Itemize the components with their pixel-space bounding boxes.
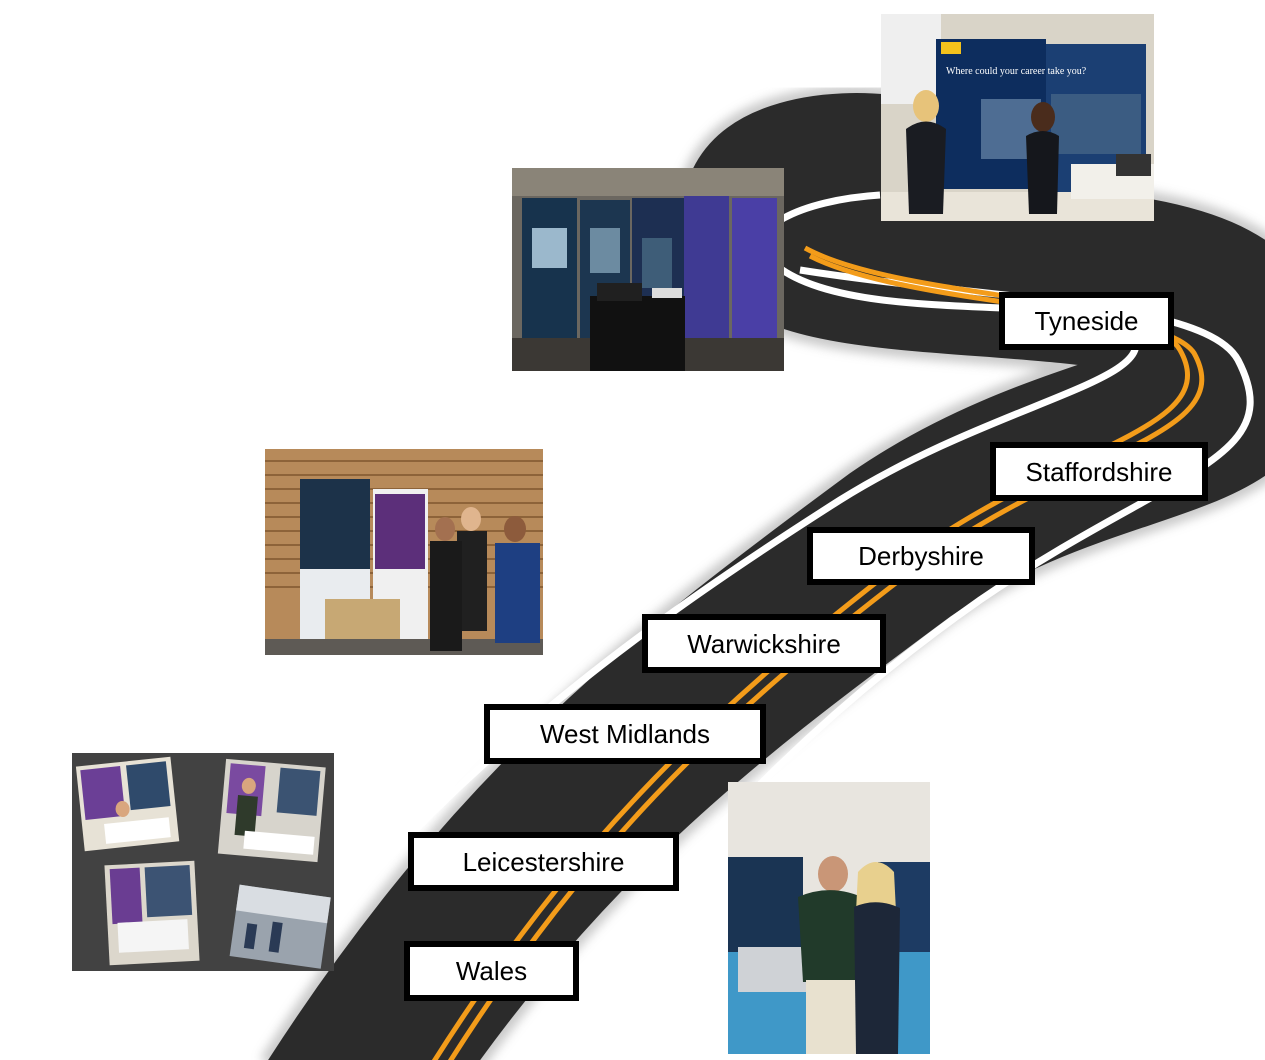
stop-label-text: Derbyshire	[858, 541, 984, 571]
stop-label-text: Warwickshire	[687, 628, 841, 659]
stop-label-wales: Wales	[404, 941, 579, 1001]
stop-label-leicestershire: Leicestershire	[408, 832, 679, 891]
derbyshire-stand-photo	[512, 168, 784, 371]
stop-label-text: Wales	[455, 956, 528, 986]
stop-label-warwickshire: Warwickshire	[642, 614, 886, 673]
stop-label-text: West Midlands	[539, 719, 711, 749]
tyneside-stand-photo: Where could your career take you?	[881, 14, 1154, 221]
stop-label-staffordshire: Staffordshire	[990, 442, 1208, 501]
stop-label-text: Staffordshire	[1025, 456, 1173, 487]
stop-label-text: Tyneside	[1034, 306, 1139, 336]
tyneside-banner-text: Where could your career take you?	[946, 66, 1087, 77]
leicestershire-stand-photo	[728, 782, 930, 1054]
stop-label-text: Leicestershire	[462, 846, 625, 877]
wales-collage-photo	[72, 753, 334, 971]
stop-label-derbyshire: Derbyshire	[807, 527, 1035, 585]
west-midlands-stand-photo	[265, 449, 543, 655]
stop-label-tyneside: Tyneside	[999, 292, 1174, 350]
stop-label-west-midlands: West Midlands	[484, 704, 766, 764]
